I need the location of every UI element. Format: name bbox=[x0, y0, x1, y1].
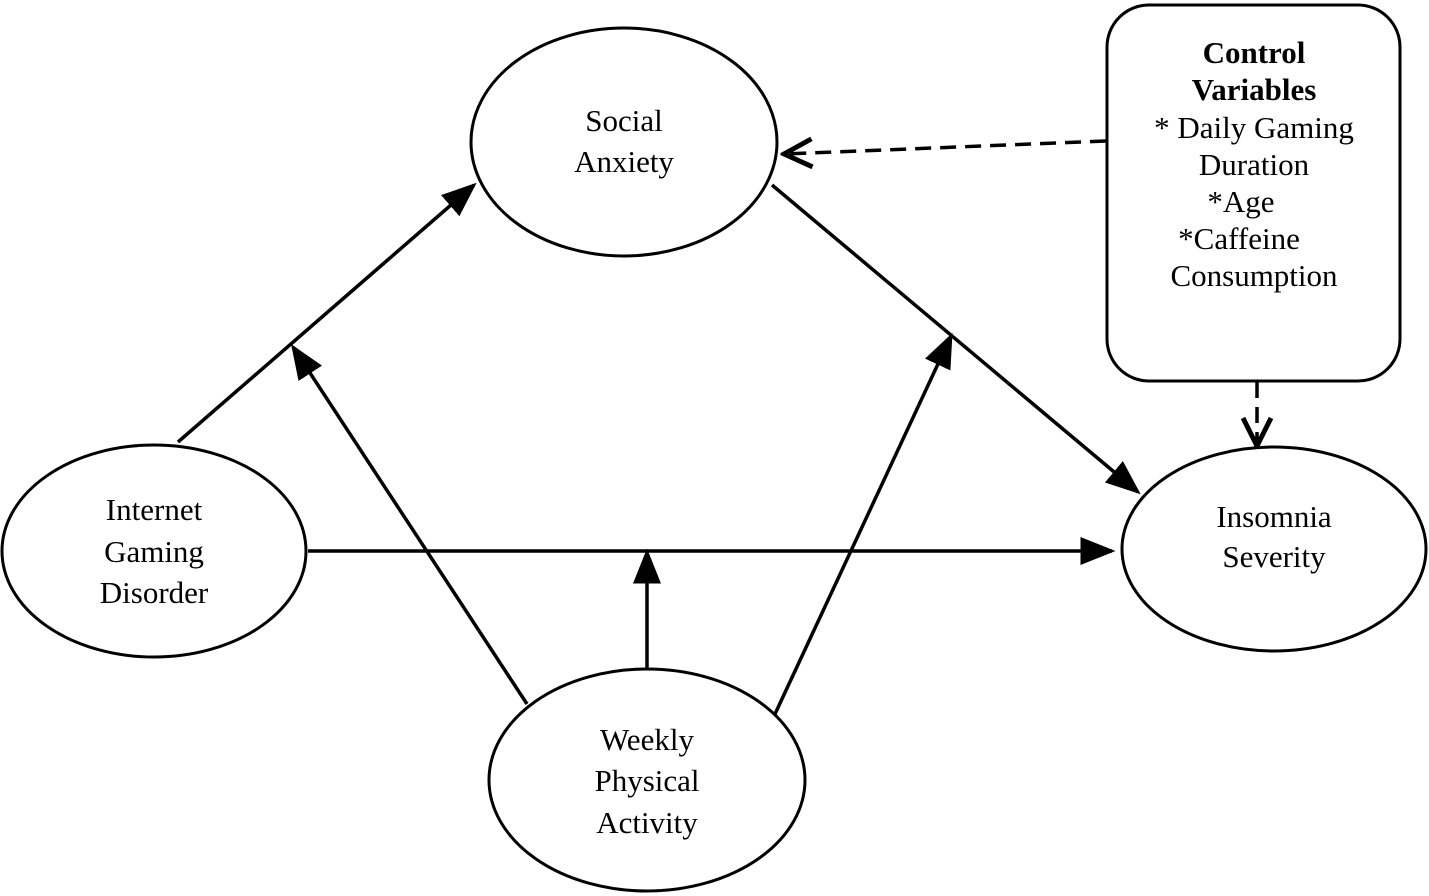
social-anxiety-line-2: Anxiety bbox=[574, 144, 674, 179]
edge-activity-moderates-sa-is bbox=[773, 332, 953, 715]
edge-control-to-social-anxiety bbox=[784, 141, 1107, 154]
insomnia-line-1: Insomnia bbox=[1216, 499, 1332, 534]
node-insomnia-severity: Insomnia Severity bbox=[1120, 445, 1428, 653]
control-item-line-2: Duration bbox=[1199, 147, 1310, 182]
node-social-anxiety: Social Anxiety bbox=[469, 26, 779, 258]
edge-social-anxiety-to-insomnia bbox=[770, 183, 1141, 495]
social-anxiety-line-1: Social bbox=[585, 103, 663, 138]
igd-line-3: Disorder bbox=[100, 575, 209, 610]
insomnia-line-2: Severity bbox=[1222, 539, 1326, 574]
control-title-line-1: Control bbox=[1203, 35, 1306, 70]
node-weekly-physical-activity: Weekly Physical Activity bbox=[487, 667, 807, 893]
igd-line-2: Gaming bbox=[104, 534, 204, 569]
igd-line-1: Internet bbox=[106, 492, 203, 527]
activity-line-2: Physical bbox=[594, 763, 699, 798]
control-item-line-1: * Daily Gaming bbox=[1154, 110, 1354, 145]
control-title-line-2: Variables bbox=[1192, 72, 1317, 107]
node-internet-gaming-disorder: Internet Gaming Disorder bbox=[0, 443, 308, 659]
edge-activity-moderates-igd-sa bbox=[291, 344, 529, 705]
control-item-line-5: Consumption bbox=[1170, 258, 1338, 293]
activity-line-3: Activity bbox=[596, 805, 698, 840]
node-control-variables: Control Variables * Daily Gaming Duratio… bbox=[1105, 3, 1402, 383]
edge-igd-to-social-anxiety bbox=[176, 182, 477, 444]
control-item-line-4: *Caffeine bbox=[1178, 221, 1300, 256]
activity-line-1: Weekly bbox=[600, 722, 694, 757]
control-item-line-3: *Age bbox=[1207, 184, 1274, 219]
